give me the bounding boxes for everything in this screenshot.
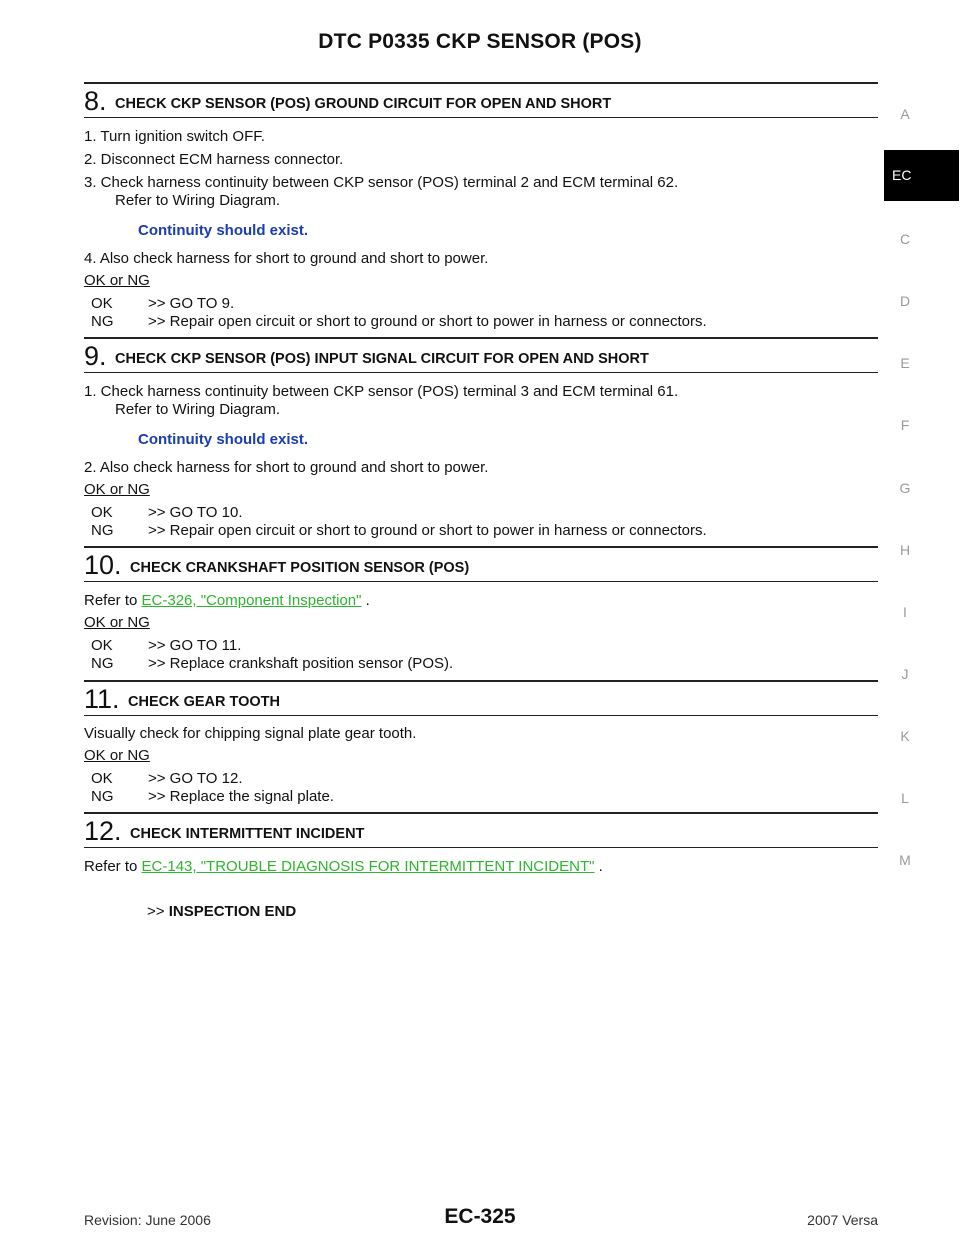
- step-8-instruction-3: 3. Check harness continuity between CKP …: [84, 174, 679, 191]
- step-9-instruction-2: 2. Also check harness for short to groun…: [84, 459, 489, 476]
- result-value: >> GO TO 9.: [148, 295, 235, 312]
- page-title: DTC P0335 CKP SENSOR (POS): [318, 30, 642, 53]
- footer-page-number: EC-325: [444, 1205, 516, 1228]
- result-key: OK: [91, 295, 113, 312]
- inspection-end: >> INSPECTION END: [147, 903, 296, 921]
- side-tab-h[interactable]: H: [899, 542, 911, 558]
- side-tab-l[interactable]: L: [901, 790, 909, 806]
- step-title: CHECK CKP SENSOR (POS) GROUND CIRCUIT FO…: [115, 96, 612, 112]
- result-value: >> GO TO 11.: [148, 637, 242, 654]
- result-value: >> GO TO 12.: [148, 770, 243, 787]
- side-tab-k[interactable]: K: [900, 728, 910, 744]
- result-key: NG: [91, 655, 114, 672]
- step-number: 11.: [84, 684, 120, 714]
- result-value: >> Repair open circuit or short to groun…: [148, 522, 707, 539]
- step-number: 12.: [84, 816, 122, 846]
- step-11-result-ok: OK >> GO TO 12.: [91, 770, 243, 788]
- side-tab-a[interactable]: A: [900, 106, 910, 122]
- result-key: OK: [91, 504, 113, 521]
- step-11-instruction: Visually check for chipping signal plate…: [84, 725, 417, 742]
- result-key: NG: [91, 788, 114, 805]
- step-9-header: 9. CHECK CKP SENSOR (POS) INPUT SIGNAL C…: [84, 337, 878, 373]
- reference-prefix: Refer to: [84, 858, 142, 875]
- step-8-result-ng: NG >> Repair open circuit or short to gro…: [91, 313, 707, 331]
- side-tab-d[interactable]: D: [899, 293, 911, 309]
- step-number: 10.: [84, 550, 122, 580]
- result-value: >> Replace crankshaft position sensor (P…: [148, 655, 454, 672]
- step-8-instruction-4: 4. Also check harness for short to groun…: [84, 250, 489, 267]
- result-key: NG: [91, 313, 114, 330]
- reference-prefix: Refer to: [84, 592, 142, 609]
- step-title: CHECK GEAR TOOTH: [128, 694, 280, 710]
- step-10-result-ok: OK >> GO TO 11.: [91, 637, 241, 655]
- end-arrow: >>: [147, 903, 165, 920]
- step-11-result-ng: NG >> Replace the signal plate.: [91, 788, 334, 806]
- reference-suffix: .: [594, 858, 603, 875]
- step-10-reference: Refer to EC-326, "Component Inspection" …: [84, 592, 370, 610]
- step-8-spec: Continuity should exist.: [138, 222, 309, 239]
- end-label: INSPECTION END: [168, 903, 297, 920]
- footer-model: 2007 Versa: [807, 1212, 878, 1228]
- step-9-instruction-1: 1. Check harness continuity between CKP …: [84, 383, 679, 400]
- step-8-instruction-1: 1. Turn ignition switch OFF.: [84, 128, 265, 145]
- result-value: >> Replace the signal plate.: [148, 788, 334, 805]
- step-title: CHECK CKP SENSOR (POS) INPUT SIGNAL CIRC…: [115, 351, 649, 367]
- step-8-result-ok: OK >> GO TO 9.: [91, 295, 234, 313]
- step-9-instruction-1-ref: Refer to Wiring Diagram.: [115, 401, 281, 418]
- step-9-ok-or-ng: OK or NG: [84, 481, 150, 498]
- side-tab-c[interactable]: C: [899, 231, 911, 247]
- side-tab-g[interactable]: G: [899, 480, 911, 496]
- step-title: CHECK CRANKSHAFT POSITION SENSOR (POS): [130, 560, 470, 576]
- step-8-ok-or-ng: OK or NG: [84, 272, 150, 289]
- step-10-ok-or-ng: OK or NG: [84, 614, 150, 631]
- step-10-result-ng: NG >> Replace crankshaft position sensor …: [91, 655, 453, 673]
- step-9-spec: Continuity should exist.: [138, 431, 309, 448]
- intermittent-incident-link[interactable]: EC-143, "TROUBLE DIAGNOSIS FOR INTERMITT…: [141, 858, 595, 875]
- result-key: OK: [91, 637, 113, 654]
- side-tab-ec-active[interactable]: EC: [884, 150, 959, 201]
- step-10-header: 10. CHECK CRANKSHAFT POSITION SENSOR (PO…: [84, 546, 878, 582]
- side-tab-f[interactable]: F: [900, 417, 910, 433]
- side-tab-e[interactable]: E: [900, 355, 910, 371]
- result-value: >> Repair open circuit or short to groun…: [148, 313, 707, 330]
- reference-suffix: .: [361, 592, 370, 609]
- step-8-instruction-2: 2. Disconnect ECM harness connector.: [84, 151, 344, 168]
- side-tab-j[interactable]: J: [901, 666, 909, 682]
- step-11-ok-or-ng: OK or NG: [84, 747, 150, 764]
- side-tab-m[interactable]: M: [899, 852, 911, 868]
- step-title: CHECK INTERMITTENT INCIDENT: [130, 826, 365, 842]
- step-number: 9.: [84, 341, 107, 371]
- side-tab-label: EC: [892, 167, 912, 183]
- result-key: NG: [91, 522, 114, 539]
- step-9-result-ok: OK >> GO TO 10.: [91, 504, 243, 522]
- step-12-reference: Refer to EC-143, "TROUBLE DIAGNOSIS FOR …: [84, 858, 603, 876]
- result-key: OK: [91, 770, 113, 787]
- side-tab-i[interactable]: I: [903, 604, 907, 620]
- step-9-result-ng: NG >> Repair open circuit or short to gro…: [91, 522, 707, 540]
- footer-revision: Revision: June 2006: [84, 1212, 211, 1228]
- step-number: 8.: [84, 86, 107, 116]
- component-inspection-link[interactable]: EC-326, "Component Inspection": [141, 592, 362, 609]
- step-8-header: 8. CHECK CKP SENSOR (POS) GROUND CIRCUIT…: [84, 82, 878, 118]
- result-value: >> GO TO 10.: [148, 504, 243, 521]
- step-11-header: 11. CHECK GEAR TOOTH: [84, 680, 878, 716]
- step-8-instruction-3-ref: Refer to Wiring Diagram.: [115, 192, 281, 209]
- step-12-header: 12. CHECK INTERMITTENT INCIDENT: [84, 812, 878, 848]
